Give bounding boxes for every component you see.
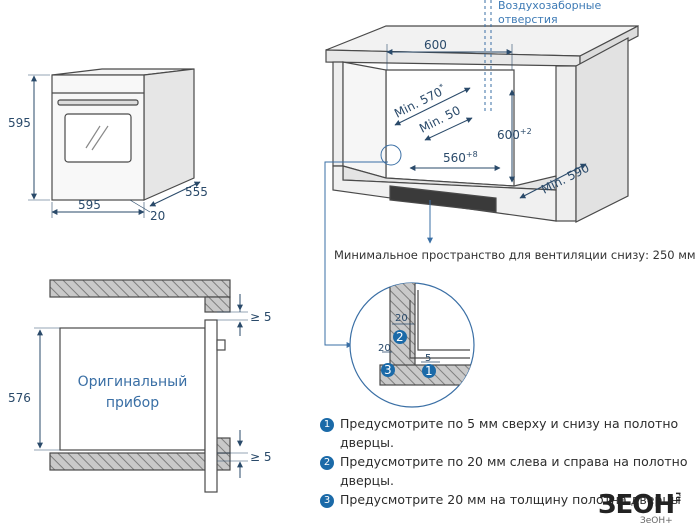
original-appliance-label: Оригинальный прибор	[77, 374, 188, 411]
note-badge-2: 2	[320, 456, 334, 470]
vent-pointers	[324, 0, 492, 348]
detail-20-left: 20	[378, 343, 391, 354]
oven-depth-label: 555	[185, 185, 208, 199]
cabinet-width560-sup: +8	[466, 150, 478, 159]
oven-front-view	[51, 68, 195, 201]
zeon-logo-small: ru	[674, 492, 683, 502]
detail-zoom-circle	[380, 144, 402, 166]
svg-text:600+2: 600+2	[497, 127, 532, 142]
detail-5: 5	[425, 353, 431, 364]
side-section-view	[49, 279, 231, 493]
detail-badge-1: 1	[425, 364, 433, 378]
cabinet-width-label: 600	[424, 38, 447, 52]
svg-text:560+8: 560+8	[443, 150, 478, 165]
cabinet-height600-label: 600	[497, 128, 520, 142]
vent-min-text: Минимальное пространство для вентиляции …	[334, 248, 696, 262]
side-dimensions	[34, 294, 248, 478]
cabinet-width560-label: 560	[443, 151, 466, 165]
zeon-logo: ЗЕОН	[598, 490, 675, 520]
oven-offset-label: 20	[150, 209, 165, 223]
note-badge-1: 1	[320, 418, 334, 432]
cabinet-height600-sup: +2	[520, 127, 532, 136]
side-height-label: 576	[8, 391, 31, 405]
detail-badge-3: 3	[384, 363, 392, 377]
detail-20-top: 20	[395, 313, 408, 324]
gap-bottom-label: ≥ 5	[250, 450, 272, 464]
detail-badges	[381, 330, 436, 378]
detail-circle	[349, 282, 475, 408]
zeon-logo-suffix: ЗеОН+	[640, 516, 673, 526]
gap-top-label: ≥ 5	[250, 310, 272, 324]
cabinet-dimensions	[386, 44, 587, 199]
oven-width-label: 595	[78, 198, 101, 212]
oven-height-label: 595	[8, 116, 31, 130]
vent-holes-label: Воздухозаборные отверстия	[498, 0, 602, 26]
detail-badge-2: 2	[396, 330, 404, 344]
note-badge-3: 3	[320, 494, 334, 508]
cabinet-min570-sup: *	[438, 82, 446, 92]
cabinet-3d-view	[325, 25, 639, 223]
oven-dimensions	[28, 74, 201, 218]
